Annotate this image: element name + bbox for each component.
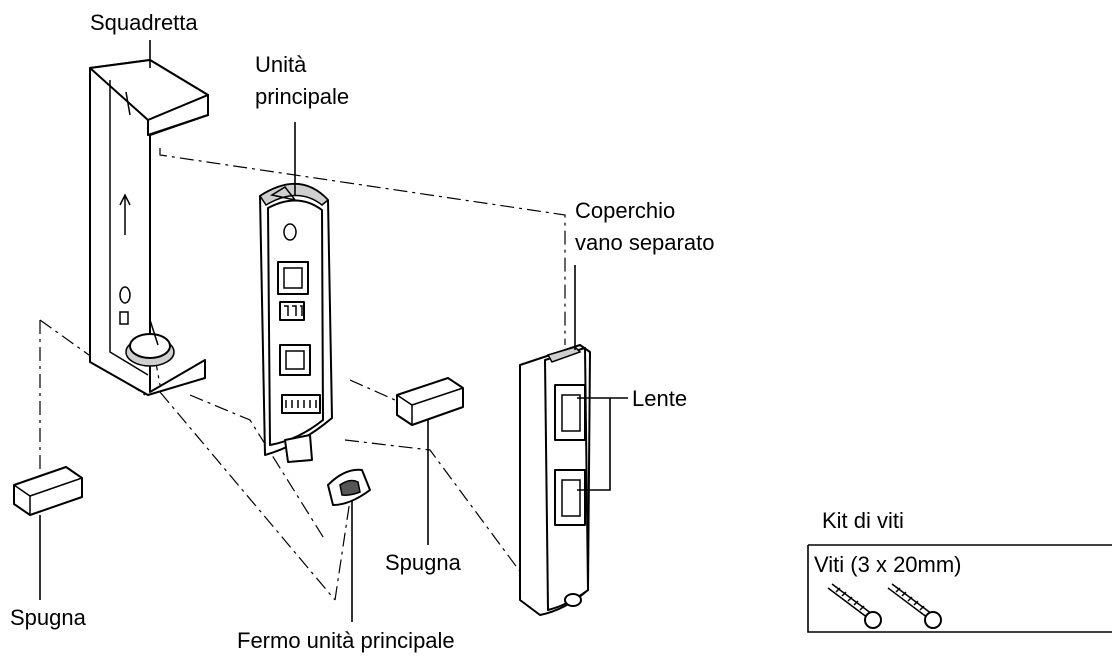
stopper-illustration	[327, 468, 371, 506]
screw-kit-title: Kit di viti	[822, 508, 904, 533]
label-main-unit-stopper: Fermo unità principale	[237, 628, 455, 653]
sponge-left-illustration	[13, 466, 83, 516]
labels: Squadretta Unità principale Coperchio va…	[10, 10, 962, 653]
sponge-mid-illustration	[396, 377, 464, 426]
label-cover-line2: vano separato	[575, 230, 714, 255]
main-unit-illustration	[258, 183, 333, 463]
cover-illustration	[519, 344, 591, 616]
label-main-unit-line1: Unità	[255, 52, 307, 77]
label-main-unit-line2: principale	[255, 84, 349, 109]
screw-icon	[887, 583, 942, 629]
label-bracket: Squadretta	[90, 10, 198, 35]
label-sponge-mid: Spugna	[385, 550, 462, 575]
screw-kit-box	[807, 544, 1112, 633]
leader-lines	[39, 40, 628, 622]
label-sponge-left: Spugna	[10, 605, 87, 630]
screw-icon	[827, 583, 882, 629]
label-cover-line1: Coperchio	[575, 198, 675, 223]
bracket-illustration	[89, 59, 209, 396]
screw-kit-content: Viti (3 x 20mm)	[814, 552, 962, 577]
label-lens: Lente	[632, 386, 687, 411]
